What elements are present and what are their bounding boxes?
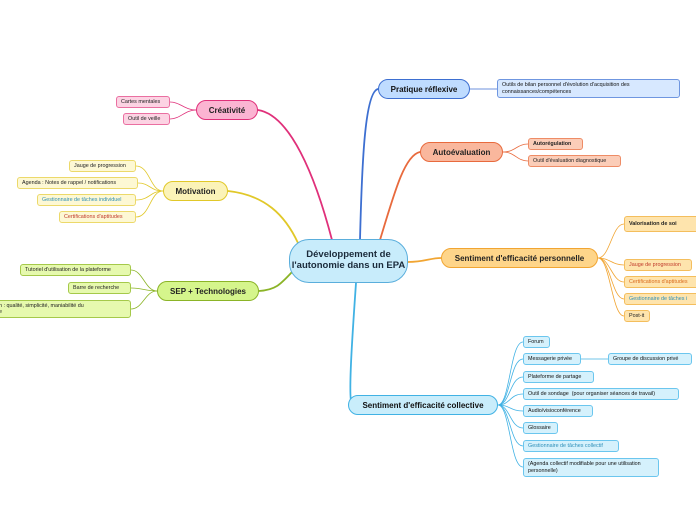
leaf-outil-de-sondage[interactable]: Outil de sondage (pour organiser séances…	[523, 388, 679, 400]
leaf-glossaire[interactable]: Glossaire	[523, 422, 558, 434]
leaf-outils-bilan[interactable]: Outils de bilan personnel d'évolution d'…	[497, 79, 680, 98]
link-sentiment-perso	[407, 257, 442, 263]
leaf-outil-evaluation-diagnostique[interactable]: Outil d'évaluation diagnostique	[528, 155, 621, 167]
link-autoevaluation	[379, 151, 421, 241]
branch-sep-label: SEP + Technologies	[170, 286, 246, 296]
root-label: Développement de l'autonomie dans un EPA	[291, 249, 406, 271]
leaf-autoregulation[interactable]: Autorégulation	[528, 138, 583, 150]
leaf-certifications-perso[interactable]: Certifications d'aptitudes	[624, 276, 696, 288]
leaf-valorisation-de-soi[interactable]: Valorisation de soi	[624, 216, 696, 232]
leaf-groupe-discussion-prive[interactable]: Groupe de discussion privé	[608, 353, 692, 365]
branch-autoevaluation[interactable]: Autoévaluation	[420, 142, 503, 162]
leaf-agenda-notes[interactable]: Agenda : Notes de rappel / notifications	[17, 177, 138, 189]
branch-pratique-label: Pratique réflexive	[390, 84, 458, 94]
leaf-outil-de-veille[interactable]: Outil de veille	[123, 113, 170, 125]
leaf-gestionnaire-individuel[interactable]: Gestionnaire de tâches individuel	[37, 194, 136, 206]
leaf-certifications-motivation[interactable]: Certifications d'aptitudes	[59, 211, 136, 223]
branch-creativite-label: Créativité	[208, 105, 246, 115]
link-creativite	[257, 109, 333, 241]
leaf-post-it[interactable]: Post-it	[624, 310, 650, 322]
leaf-audio-visioconference[interactable]: Audio/visioconférence	[523, 405, 593, 417]
leaf-tutoriel[interactable]: Tutoriel d'utilisation de la plateforme	[20, 264, 131, 276]
branch-sentiment-coll-label: Sentiment d'efficacité collective	[362, 400, 484, 410]
root-node[interactable]: Développement de l'autonomie dans un EPA	[289, 239, 408, 283]
leaf-qualite-simplicite[interactable]: n : qualité, simplicité, maniabilité du …	[0, 300, 131, 318]
link-sep	[258, 271, 293, 292]
leaf-gestionnaire-collectif[interactable]: Gestionnaire de tâches collectif	[523, 440, 619, 452]
leaf-cartes-mentales[interactable]: Cartes mentales	[116, 96, 170, 108]
branch-pratique-reflexive[interactable]: Pratique réflexive	[378, 79, 470, 99]
branch-sentiment-perso-label: Sentiment d'efficacité personnelle	[454, 253, 585, 263]
branch-autoevaluation-label: Autoévaluation	[432, 147, 491, 157]
leaf-messagerie-privee[interactable]: Messagerie privée	[523, 353, 581, 365]
leaf-jauge-de-progression[interactable]: Jauge de progression	[69, 160, 136, 172]
branch-sep-technologies[interactable]: SEP + Technologies	[157, 281, 259, 301]
link-motivation	[227, 190, 299, 244]
branch-motivation-label: Motivation	[175, 186, 216, 196]
link-sentiment-coll	[349, 282, 357, 406]
leaf-agenda-collectif[interactable]: (Agenda collectif modifiable pour une ut…	[523, 458, 659, 477]
branch-creativite[interactable]: Créativité	[196, 100, 258, 120]
link-pratique	[359, 88, 379, 241]
leaf-barre-de-recherche[interactable]: Barre de recherche	[68, 282, 131, 294]
leaf-gestionnaire-perso[interactable]: Gestionnaire de tâches i	[624, 293, 696, 305]
leaf-forum[interactable]: Forum	[523, 336, 550, 348]
leaf-jauge-progression-perso[interactable]: Jauge de progression	[624, 259, 692, 271]
branch-motivation[interactable]: Motivation	[163, 181, 228, 201]
branch-sentiment-collective[interactable]: Sentiment d'efficacité collective	[348, 395, 498, 415]
leaf-plateforme-de-partage[interactable]: Plateforme de partage	[523, 371, 594, 383]
branch-sentiment-personnelle[interactable]: Sentiment d'efficacité personnelle	[441, 248, 598, 268]
